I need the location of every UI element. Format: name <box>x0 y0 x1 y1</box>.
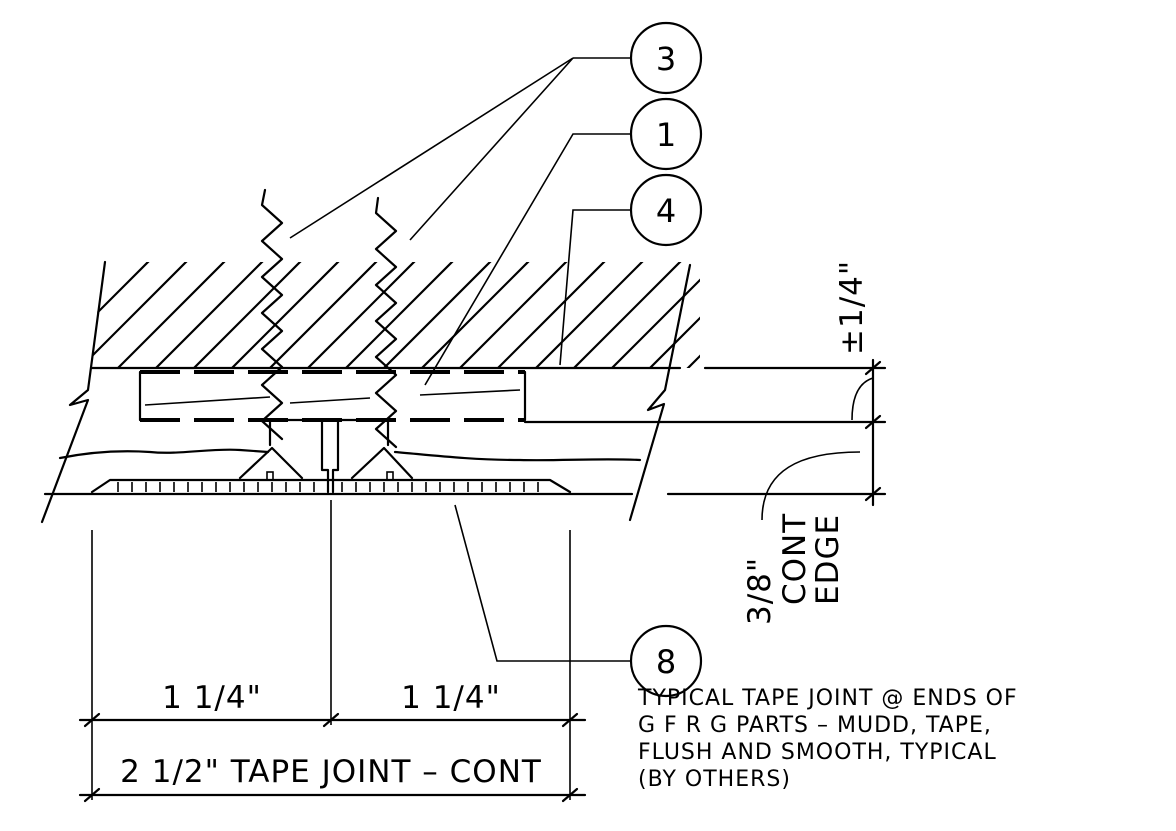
substrate-hatch <box>92 262 700 368</box>
screw-head-left <box>238 446 304 480</box>
dimension-right-half: 1 1/4" <box>401 680 501 716</box>
note-line-3: FLUSH AND SMOOTH, TYPICAL <box>638 740 997 765</box>
callout-4-label: 4 <box>656 192 676 230</box>
fastener-right <box>374 196 398 449</box>
edge-label-line1: 3/8" <box>742 557 778 625</box>
leader-lines <box>289 57 630 662</box>
mud-line-right <box>393 450 642 462</box>
callout-8-label: 8 <box>656 643 676 681</box>
dimension-edge-label: 3/8" CONT EDGE <box>742 513 846 625</box>
screw-tip-left <box>266 471 274 481</box>
general-note: TYPICAL TAPE JOINT @ ENDS OF G F R G PAR… <box>637 686 1018 792</box>
dimension-gap: ±1/4" <box>834 260 870 355</box>
gfrg-panel-hidden-lines <box>138 370 887 424</box>
left-break-line <box>40 260 107 524</box>
callout-4: 4 <box>629 173 703 247</box>
edge-label-line2: CONT <box>777 513 813 605</box>
callout-1-label: 1 <box>656 116 676 154</box>
dimension-lines-horizontal <box>78 500 587 803</box>
screw-head-right <box>350 446 414 480</box>
note-line-2: G F R G PARTS – MUDD, TAPE, <box>638 713 992 738</box>
fastener-left <box>260 188 284 441</box>
dimension-total: 2 1/2" TAPE JOINT – CONT <box>120 754 542 790</box>
note-line-1: TYPICAL TAPE JOINT @ ENDS OF <box>637 686 1018 711</box>
edge-label-line3: EDGE <box>810 514 846 605</box>
callout-1: 1 <box>629 97 703 171</box>
dimension-left-half: 1 1/4" <box>162 680 262 716</box>
callout-3: 3 <box>629 21 703 95</box>
gfrg-return-flanges <box>268 418 390 494</box>
dimension-lines-vertical <box>761 358 882 521</box>
callout-3-label: 3 <box>656 40 676 78</box>
screw-tip-right <box>386 471 394 481</box>
joint-tape <box>90 478 572 494</box>
mud-line-left <box>58 448 270 460</box>
note-line-4: (BY OTHERS) <box>638 767 791 792</box>
callout-8: 8 <box>629 624 703 698</box>
right-break-line <box>628 263 692 522</box>
